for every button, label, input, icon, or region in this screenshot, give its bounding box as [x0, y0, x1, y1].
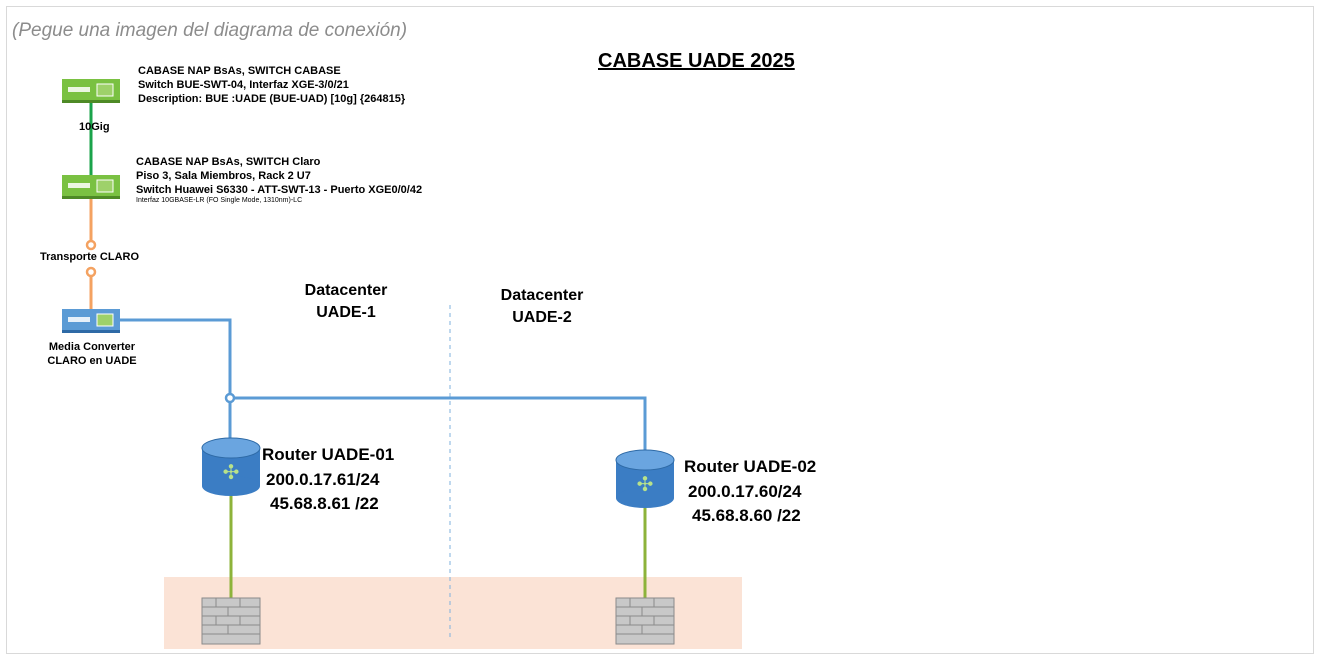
switch-claro-icon	[62, 175, 120, 199]
switch-cabase-line3: Description: BUE :UADE (BUE-UAD) [10g] {…	[138, 93, 406, 106]
transport-connector-bottom	[85, 266, 97, 278]
datacenter2-line1: Datacenter	[500, 287, 584, 304]
router1-ip1: 200.0.17.61/24	[266, 469, 380, 489]
router2-label: Router UADE-02 200.0.17.60/24 45.68.8.60…	[684, 455, 816, 529]
link-mc-router1	[120, 318, 232, 444]
svg-text:✣: ✣	[223, 460, 240, 484]
datacenter2-line2: UADE-2	[512, 309, 572, 327]
switch-claro-line3: Switch Huawei S6330 - ATT-SWT-13 - Puert…	[136, 184, 423, 197]
datacenter2-label: Datacenter UADE-2	[482, 285, 602, 330]
media-converter-line1: Media Converter	[48, 341, 136, 353]
firewall1-icon	[201, 597, 261, 645]
datacenter1-line1: Datacenter	[304, 282, 388, 299]
switch-claro-line1: CABASE NAP BsAs, SWITCH Claro	[136, 156, 321, 168]
switch-claro-line2: Piso 3, Sala Miembros, Rack 2 U7	[136, 170, 311, 183]
diagram-title: CABASE UADE 2025	[598, 50, 795, 72]
media-converter-icon	[62, 309, 120, 333]
datacenter1-label: Datacenter UADE-1	[286, 280, 406, 325]
media-converter-line2: CLARO en UADE	[47, 355, 137, 368]
switch-claro-label: CABASE NAP BsAs, SWITCH Claro Piso 3, Sa…	[136, 155, 422, 206]
router2-ip2: 45.68.8.60 /22	[692, 506, 801, 526]
svg-text:✣: ✣	[637, 472, 654, 496]
link-junction	[224, 392, 236, 404]
transport-label: Transporte CLARO	[40, 251, 140, 263]
router2-name: Router UADE-02	[684, 457, 817, 476]
router2-icon: ✣	[615, 449, 675, 508]
placeholder-note: (Pegue una imagen del diagrama de conexi…	[12, 20, 408, 41]
datacenter1-line2: UADE-1	[316, 304, 376, 322]
link-router2	[234, 396, 647, 455]
router1-ip2: 45.68.8.61 /22	[270, 494, 379, 514]
switch-cabase-icon	[62, 79, 120, 103]
link-10gig-label: 10Gig	[79, 121, 110, 133]
router2-ip1: 200.0.17.60/24	[688, 481, 802, 501]
transport-connector-top	[85, 239, 97, 251]
media-converter-label: Media Converter CLARO en UADE	[40, 340, 144, 368]
firewall2-icon	[615, 597, 675, 645]
router1-name: Router UADE-01	[262, 445, 395, 464]
switch-claro-line4: Interfaz 10GBASE-LR (FO Single Mode, 131…	[136, 197, 303, 205]
diagram-frame	[6, 6, 1314, 654]
switch-cabase-line2: Switch BUE-SWT-04, Interfaz XGE-3/0/21	[138, 79, 349, 92]
router1-label: Router UADE-01 200.0.17.61/24 45.68.8.61…	[262, 443, 394, 517]
switch-cabase-label: CABASE NAP BsAs, SWITCH CABASE Switch BU…	[138, 64, 405, 106]
switch-cabase-line1: CABASE NAP BsAs, SWITCH CABASE	[138, 65, 341, 77]
router1-icon: ✣	[201, 437, 261, 496]
